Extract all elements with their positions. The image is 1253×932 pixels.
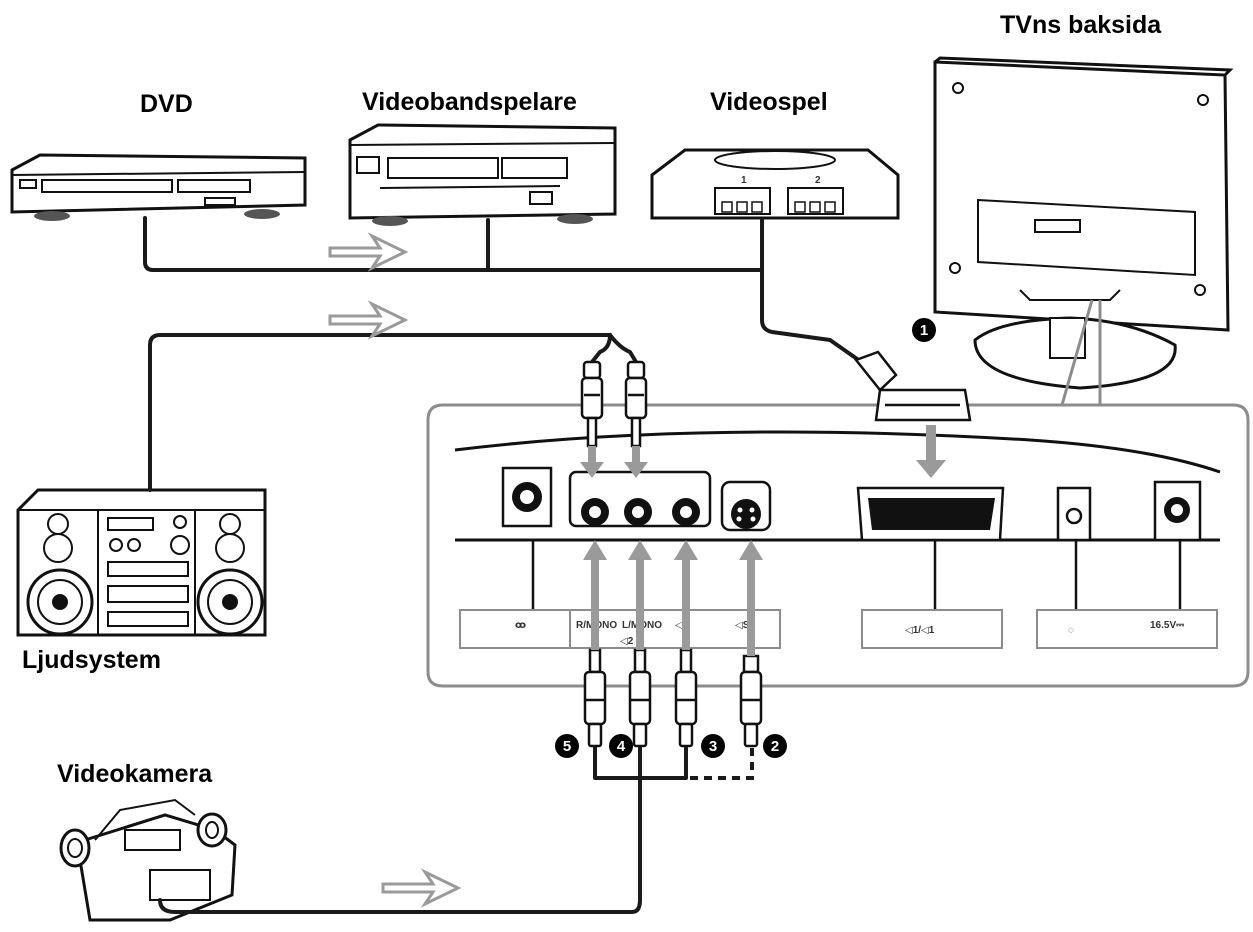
callout-3: 3 [701, 734, 725, 758]
insert-arrow-r [580, 446, 604, 478]
audio-system [16, 488, 267, 637]
insert-arrow-up-3 [674, 540, 698, 650]
s-video-plug-bottom-2 [739, 654, 763, 748]
svg-text:3: 3 [709, 738, 717, 755]
power-label: 16.5V⎓ [1150, 620, 1184, 631]
game-port-2-label: 2 [815, 175, 821, 186]
plugs [580, 350, 972, 748]
flow-arrow-1 [328, 232, 409, 272]
dvd-player [10, 153, 307, 221]
antenna-jack [501, 466, 553, 528]
callout-5: 5 [555, 734, 579, 758]
audio-cable [148, 333, 612, 492]
insert-arrow-up-5 [583, 540, 607, 650]
camcorder-cable [158, 778, 642, 914]
av2-video-label: ◁2 [675, 620, 689, 631]
av2-s-label: ◁S2 [735, 620, 755, 631]
antenna-label: ꝏ [515, 620, 526, 631]
insert-arrow-up-4 [628, 540, 652, 650]
connection-panel: ꝏ R/MONO L/MONO ◁2 ◁S2 ◁2 ◁1/◁1 ◌ 16.5V⎓ [426, 299, 1250, 688]
flow-arrow-2 [328, 300, 409, 340]
headphone-label: ◌ [1068, 625, 1074, 636]
insert-arrow-scart [916, 425, 946, 478]
rca-plug-top-l [624, 360, 648, 448]
camcorder [59, 798, 237, 922]
flow-arrow-3 [381, 868, 462, 908]
callout-4: 4 [609, 734, 633, 758]
callout-2: 2 [763, 734, 787, 758]
insert-arrow-up-2 [739, 540, 763, 656]
dc-in-jack [1153, 480, 1202, 542]
svg-text:5: 5 [563, 738, 571, 755]
game-console-label: Videospel [710, 88, 828, 116]
scart-socket [856, 486, 1005, 542]
tv-back [933, 56, 1234, 390]
vcr [348, 123, 617, 226]
svg-text:1: 1 [920, 322, 928, 339]
insertion-arrows [580, 425, 946, 656]
flow-arrows [328, 232, 462, 908]
tv-back-label: TVns baksida [1000, 11, 1162, 39]
callout-1: 1 [912, 318, 936, 342]
svg-text:2: 2 [771, 738, 779, 755]
svg-text:4: 4 [617, 738, 626, 755]
vcr-label: Videobandspelare [362, 88, 577, 116]
camcorder-label: Videokamera [57, 760, 213, 788]
dvd-vcr-cable [143, 216, 762, 272]
headphone-jack [1056, 486, 1092, 542]
callouts: 1 2 3 4 5 [555, 318, 936, 758]
rca-plug-bottom-4 [628, 648, 652, 748]
s-video-dashed-cable [690, 748, 754, 780]
av2-group-label: ◁2 [620, 636, 634, 647]
scart-label: ◁1/◁1 [905, 625, 935, 636]
rca-plug-top-r [580, 360, 604, 448]
s-video-jack [720, 480, 772, 532]
scart-plug [853, 350, 972, 422]
av2-rca-group [568, 470, 712, 528]
cables [143, 216, 872, 914]
game-console: 1 2 [650, 148, 900, 220]
game-port-1-label: 1 [741, 175, 747, 186]
rca-plug-bottom-3 [674, 648, 698, 748]
dvd-label: DVD [140, 90, 193, 118]
insert-arrow-l [624, 446, 648, 478]
audio-system-label: Ljudsystem [22, 646, 161, 674]
game-cable [760, 218, 872, 370]
